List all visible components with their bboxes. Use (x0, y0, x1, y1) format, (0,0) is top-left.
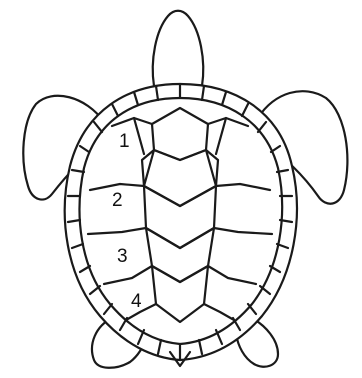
scute-label-3: 3 (117, 246, 128, 267)
scute-label-1: 1 (119, 131, 130, 152)
scute-label-4: 4 (131, 291, 142, 312)
scute-label-2: 2 (112, 190, 123, 211)
turtle-head (153, 11, 203, 86)
